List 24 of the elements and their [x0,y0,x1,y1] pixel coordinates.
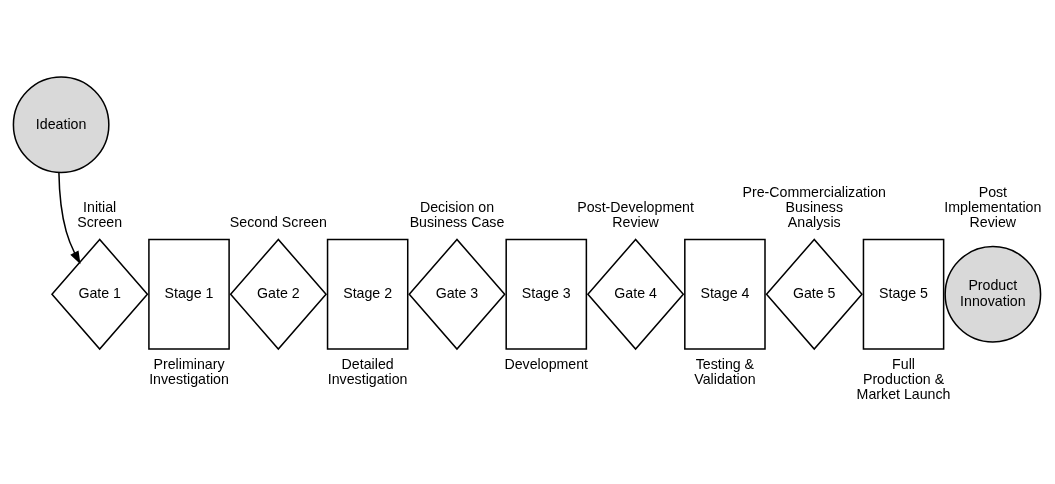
node-circle: Ideation [12,75,110,173]
node-diamond: Gate 1 [51,237,149,350]
node-label: Initial Screen [77,198,123,230]
node-circle: Product Innovation [944,245,1042,343]
node-label: Decision on Business Case [409,198,505,230]
node-label: Testing & Validation [694,355,756,387]
node-label: Pre-Commercialization Business Analysis [742,183,886,230]
node-diamond: Gate 2 [229,237,328,350]
node-label: Detailed Investigation [327,355,408,387]
node-label: Second Screen [229,213,327,230]
node-box: Stage 2 [326,238,409,350]
node-label: Post Implementation Review [944,183,1042,230]
node-box: Stage 1 [148,238,230,350]
arrow [58,171,81,264]
node-label: Preliminary Investigation [149,355,229,387]
node-label: Post-Development Review [577,198,694,230]
node-label: Full Production & Market Launch [856,355,951,402]
node-diamond: Gate 5 [765,237,863,350]
node-box: Stage 3 [505,238,588,350]
node-diamond: Gate 3 [408,237,506,350]
node-diamond: Gate 4 [586,237,685,350]
node-box: Stage 5 [862,238,945,350]
node-box: Stage 4 [684,238,766,350]
node-label: Development [504,355,589,372]
